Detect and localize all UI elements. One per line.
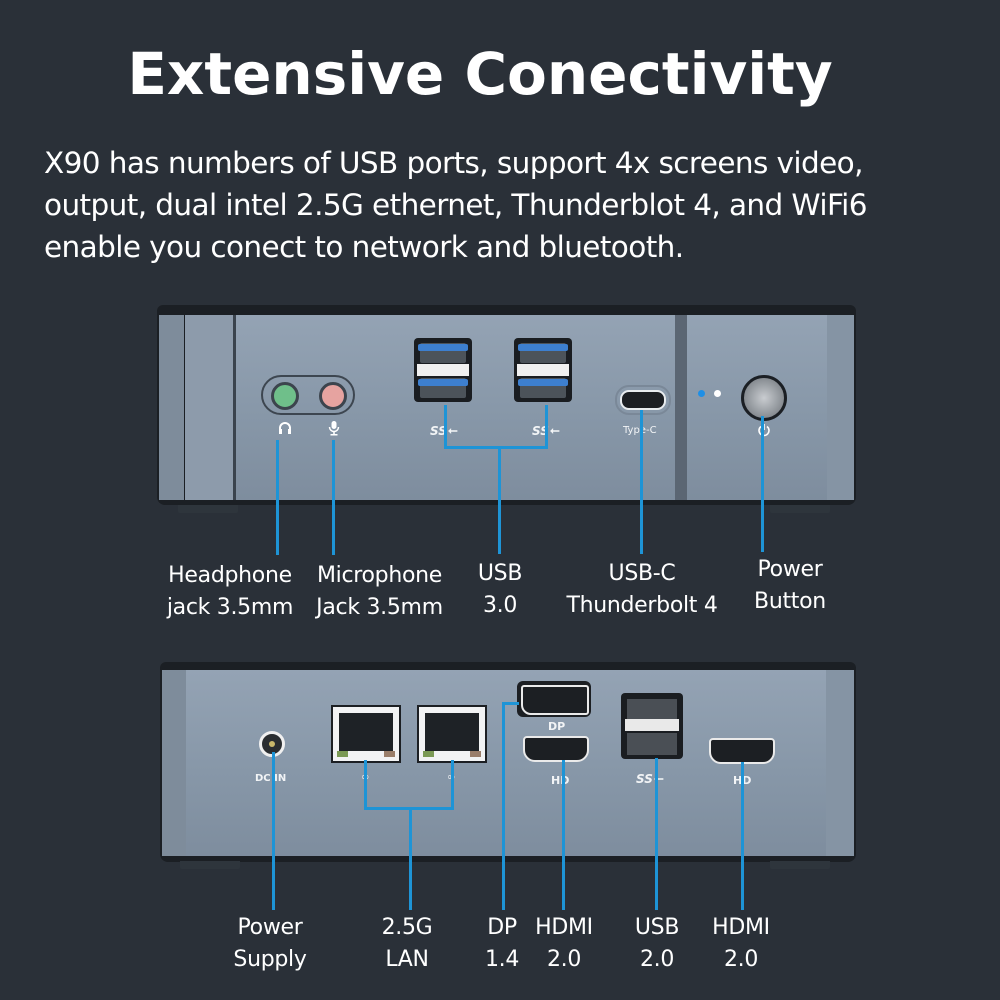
usb2-port <box>621 693 683 759</box>
description-line-1: X90 has numbers of USB ports, support 4x… <box>44 146 863 180</box>
lan-port-2 <box>417 705 487 763</box>
callout-hdmi-2-line2: 2.0 <box>723 947 759 972</box>
page-title: Extensive Conectivity <box>127 40 833 108</box>
usb-ss-icon-1: SS <box>430 424 447 438</box>
lan-port-1 <box>331 705 401 763</box>
callout-power-supply-line2: Supply <box>233 947 307 972</box>
rear-left-foot <box>180 861 240 869</box>
audio-jack-bezel <box>261 375 355 415</box>
callout-line-microphone <box>332 440 335 555</box>
callout-power: Power Button <box>740 554 840 618</box>
callout-usb2: USB 2.0 <box>620 912 694 976</box>
callout-hdmi-1-line1: HDMI <box>535 915 593 940</box>
usb-c-port <box>620 390 666 410</box>
front-left-foot <box>178 505 238 513</box>
callout-line-power <box>761 416 764 552</box>
callout-line-lan-stem <box>409 807 412 910</box>
callout-power-line2: Button <box>754 589 826 614</box>
callout-usb3: USB 3.0 <box>460 558 540 622</box>
callout-line-usb-b <box>545 405 548 449</box>
callout-hdmi-2-line1: HDMI <box>712 915 770 940</box>
callout-hdmi-2: HDMI 2.0 <box>704 912 778 976</box>
dc-in-marking: DC IN <box>255 773 287 784</box>
callout-line-hdmi1 <box>562 760 565 910</box>
usb-ss-icon-2: SS <box>532 424 549 438</box>
power-button[interactable] <box>741 375 787 421</box>
microphone-icon <box>328 421 340 436</box>
callout-line-usb-a <box>444 405 447 449</box>
callout-usbc-line2: Thunderbolt 4 <box>566 593 718 618</box>
callout-line-headphone <box>276 440 279 555</box>
usb3-port-1 <box>414 338 472 402</box>
callout-hdmi-1-line2: 2.0 <box>546 947 582 972</box>
callout-microphone-line2: Jack 3.5mm <box>316 595 443 620</box>
power-icon <box>758 424 770 437</box>
callout-line-usb-bar <box>444 446 548 449</box>
callout-line-usbc <box>640 410 643 554</box>
usb2-trident-icon: ⭠ <box>654 771 664 785</box>
led-blue <box>698 390 705 397</box>
usb3-port-2 <box>514 338 572 402</box>
callout-usbc-line1: USB-C <box>608 561 676 586</box>
led-white <box>714 390 721 397</box>
front-right-end-cap <box>827 315 854 500</box>
callout-line-dp-hook <box>502 702 519 705</box>
typec-bezel <box>615 385 671 415</box>
displayport-port <box>517 681 591 717</box>
hdmi-port-2 <box>709 738 775 764</box>
callout-line-dcin <box>272 752 275 910</box>
callout-usb2-line1: USB <box>634 915 680 940</box>
hdmi-port-1 <box>523 736 589 762</box>
description: X90 has numbers of USB ports, support 4x… <box>44 142 984 268</box>
callout-headphone-line2: jack 3.5mm <box>166 595 294 620</box>
callout-power-supply: Power Supply <box>220 912 320 976</box>
callout-headphone: Headphone jack 3.5mm <box>160 560 300 624</box>
callout-usbc: USB-C Thunderbolt 4 <box>557 558 727 622</box>
callout-microphone-line1: Microphone <box>316 563 443 588</box>
front-left-end-cap <box>159 315 184 500</box>
headphone-jack <box>271 382 299 410</box>
headphone-icon <box>279 422 291 434</box>
hdmi-marking-1: HD <box>551 774 570 787</box>
rear-right-foot <box>770 861 830 869</box>
usb2-ss-marking: SS <box>636 772 653 786</box>
callout-line-hdmi2 <box>741 762 744 910</box>
callout-line-lan-b <box>451 760 454 810</box>
front-seam-right <box>675 315 687 500</box>
front-seam-left <box>233 315 236 500</box>
callout-line-usb-stem <box>498 446 501 554</box>
rear-right-end-cap <box>826 670 854 856</box>
front-left-bezel <box>185 315 235 500</box>
usb-trident-icon-2: ⭠ <box>550 423 560 437</box>
callout-line-lan-a <box>364 760 367 810</box>
rear-left-end-cap <box>162 670 186 856</box>
front-right-foot <box>770 505 830 513</box>
callout-power-line1: Power <box>757 557 823 582</box>
callout-lan-line1: 2.5G <box>381 915 433 940</box>
description-line-3: enable you conect to network and bluetoo… <box>44 230 684 264</box>
callout-line-dp <box>502 702 505 910</box>
callout-lan: 2.5G LAN <box>367 912 447 976</box>
callout-hdmi-1: HDMI 2.0 <box>527 912 601 976</box>
microphone-jack <box>319 382 347 410</box>
callout-dp: DP 1.4 <box>477 912 527 976</box>
callout-usb3-line1: USB <box>477 561 523 586</box>
callout-microphone: Microphone Jack 3.5mm <box>307 560 452 624</box>
dp-marking: DP <box>548 720 566 733</box>
callout-power-supply-line1: Power <box>237 915 303 940</box>
callout-usb2-line2: 2.0 <box>639 947 675 972</box>
callout-dp-line2: 1.4 <box>484 947 520 972</box>
typec-marking: Type-C <box>623 425 657 436</box>
callout-dp-line1: DP <box>487 915 517 940</box>
callout-line-usb2 <box>655 758 658 910</box>
callout-headphone-line1: Headphone <box>168 563 292 588</box>
callout-usb3-line2: 3.0 <box>482 593 518 618</box>
callout-lan-line2: LAN <box>385 947 429 972</box>
usb-trident-icon-1: ⭠ <box>448 423 458 437</box>
description-line-2: output, dual intel 2.5G ethernet, Thunde… <box>44 188 868 222</box>
